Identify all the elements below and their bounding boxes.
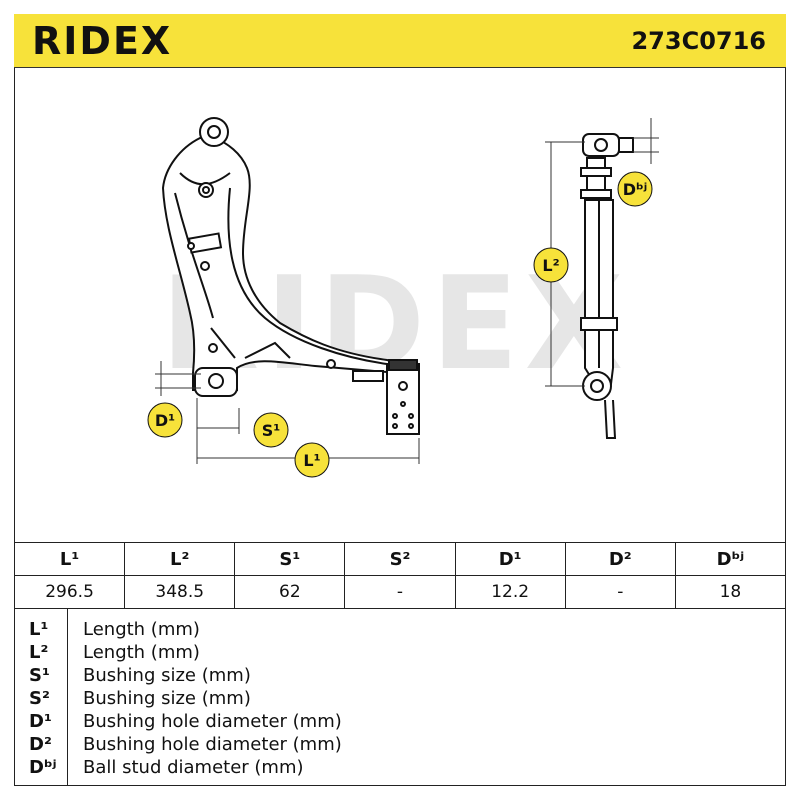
callout-l2: L² [533, 247, 569, 283]
legend: L¹ Length (mm) L² Length (mm) S¹ Bushing… [14, 608, 786, 786]
spec-header-s2: S² [344, 542, 456, 576]
callout-s1: S¹ [253, 412, 289, 448]
callout-s1-label: S¹ [262, 421, 281, 440]
callout-dbj: Dᵇʲ [617, 171, 653, 207]
legend-symbol: D² [29, 734, 52, 755]
legend-row: D² Bushing hole diameter (mm) [15, 733, 785, 756]
spec-value-dbj: 18 [674, 575, 787, 609]
legend-description: Bushing hole diameter (mm) [83, 711, 342, 732]
brand-logo: RIDEX [32, 19, 173, 63]
legend-divider [67, 608, 68, 785]
legend-description: Ball stud diameter (mm) [83, 757, 304, 778]
legend-symbol: L² [29, 642, 49, 663]
spec-header-d1: D¹ [454, 542, 566, 576]
legend-symbol: D¹ [29, 711, 52, 732]
legend-row: S¹ Bushing size (mm) [15, 664, 785, 687]
legend-symbol: S² [29, 688, 50, 709]
legend-description: Bushing hole diameter (mm) [83, 734, 342, 755]
control-arm-side-view [580, 133, 634, 439]
spec-value-row: 296.5 348.5 62 - 12.2 - 18 [13, 575, 787, 609]
drawing-svg: RIDEX [147, 117, 659, 478]
spec-header-l2: L² [124, 542, 236, 576]
legend-description: Bushing size (mm) [83, 665, 251, 686]
legend-row: L² Length (mm) [15, 641, 785, 664]
callout-l1: L¹ [294, 442, 330, 478]
callout-dbj-label: Dᵇʲ [623, 180, 647, 199]
callout-l2-label: L² [542, 256, 559, 275]
callout-d1: D¹ [147, 402, 183, 438]
legend-description: Length (mm) [83, 619, 200, 640]
technical-drawing: RIDEX [14, 68, 786, 542]
header-bar: RIDEX 273C0716 [14, 14, 786, 68]
legend-row: D¹ Bushing hole diameter (mm) [15, 710, 785, 733]
spec-header-d2: D² [564, 542, 676, 576]
spec-header-dbj: Dᵇʲ [674, 542, 787, 576]
legend-row: S² Bushing size (mm) [15, 687, 785, 710]
spec-table: L¹ L² S¹ S² D¹ D² Dᵇʲ 296.5 348.5 62 - 1… [13, 542, 787, 609]
control-arm-front-view [161, 117, 420, 435]
spec-header-row: L¹ L² S¹ S² D¹ D² Dᵇʲ [13, 542, 787, 576]
callout-l1-label: L¹ [303, 451, 320, 470]
spec-value-d1: 12.2 [454, 575, 566, 609]
spec-header-s1: S¹ [234, 542, 346, 576]
legend-symbol: L¹ [29, 619, 49, 640]
spec-value-s2: - [344, 575, 456, 609]
legend-row: L¹ Length (mm) [15, 618, 785, 641]
legend-symbol: S¹ [29, 665, 50, 686]
spec-value-s1: 62 [234, 575, 346, 609]
part-number: 273C0716 [631, 27, 766, 55]
legend-description: Length (mm) [83, 642, 200, 663]
legend-description: Bushing size (mm) [83, 688, 251, 709]
legend-row: Dᵇʲ Ball stud diameter (mm) [15, 756, 785, 779]
callout-d1-label: D¹ [155, 411, 175, 430]
spec-value-l2: 348.5 [124, 575, 236, 609]
legend-symbol: Dᵇʲ [29, 757, 57, 778]
spec-value-l1: 296.5 [13, 575, 126, 609]
spec-header-l1: L¹ [13, 542, 126, 576]
spec-value-d2: - [564, 575, 676, 609]
